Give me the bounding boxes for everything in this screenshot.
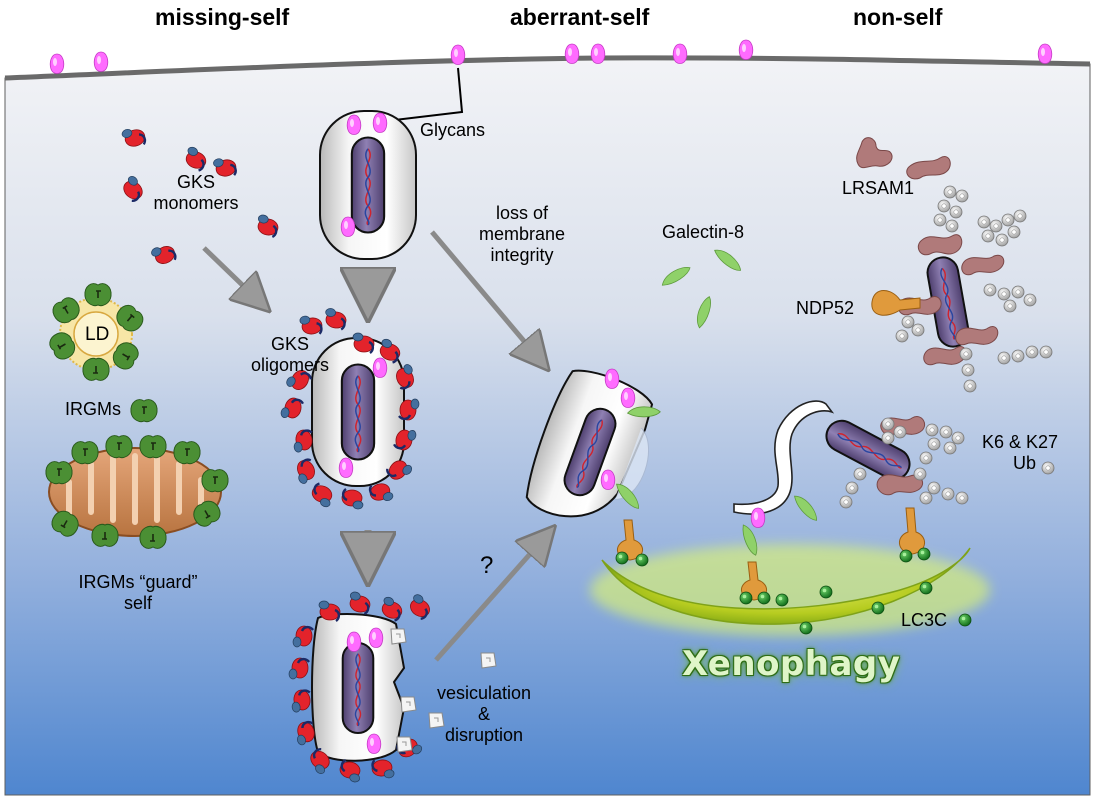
irgm-icon: [130, 398, 158, 423]
ndp52-receptors: [617, 507, 925, 601]
glycans-pointer: [377, 67, 464, 123]
process-arrows: [202, 230, 546, 662]
lrsam1-label: LRSAM1: [842, 178, 915, 198]
intact-vacuole: [319, 110, 417, 260]
irgms-guard-label: IRGMs “guard” self: [78, 572, 198, 613]
header-missing-self: missing-self: [155, 4, 290, 30]
vesiculation-label: vesiculation & disruption: [436, 683, 532, 745]
glycans-label: Glycans: [420, 120, 486, 140]
arrow-loss-of-integrity: [430, 230, 540, 360]
gks-monomers-label: GKS monomers: [153, 172, 239, 213]
lc3c-label: LC3C: [901, 610, 948, 630]
k6-k27-ub-label: K6 & K27 Ub: [981, 432, 1058, 473]
aberrant-vacuole: [525, 369, 654, 518]
question-mark: ?: [480, 552, 494, 579]
lrsam1-cluster: [856, 137, 1005, 366]
irgms-label: IRGMs: [65, 399, 121, 419]
galectin-8-label: Galectin-8: [662, 222, 745, 242]
remnant-glycan: [750, 507, 766, 528]
arrow-monomers-to-oligomers: [202, 246, 260, 302]
ndp52-upper: [871, 290, 921, 316]
gks-oligomers-label: GKS oligomers: [250, 334, 330, 375]
lipid-droplet-label: LD: [85, 324, 110, 345]
header-aberrant-self: aberrant-self: [510, 4, 650, 30]
membrane-remnant: [733, 400, 835, 515]
header-non-self: non-self: [853, 4, 943, 30]
ndp52-label: NDP52: [796, 298, 855, 318]
loss-of-integrity-label: loss of membrane integrity: [478, 203, 566, 265]
mitochondrion: [45, 434, 229, 550]
disrupted-vacuole: [311, 613, 406, 762]
arrow-disruption-to-aberrant: [434, 536, 546, 662]
lipid-droplet: [45, 282, 148, 382]
xenophagy-label: Xenophagy: [682, 644, 901, 684]
lc3c-legend-icon: [958, 613, 972, 627]
